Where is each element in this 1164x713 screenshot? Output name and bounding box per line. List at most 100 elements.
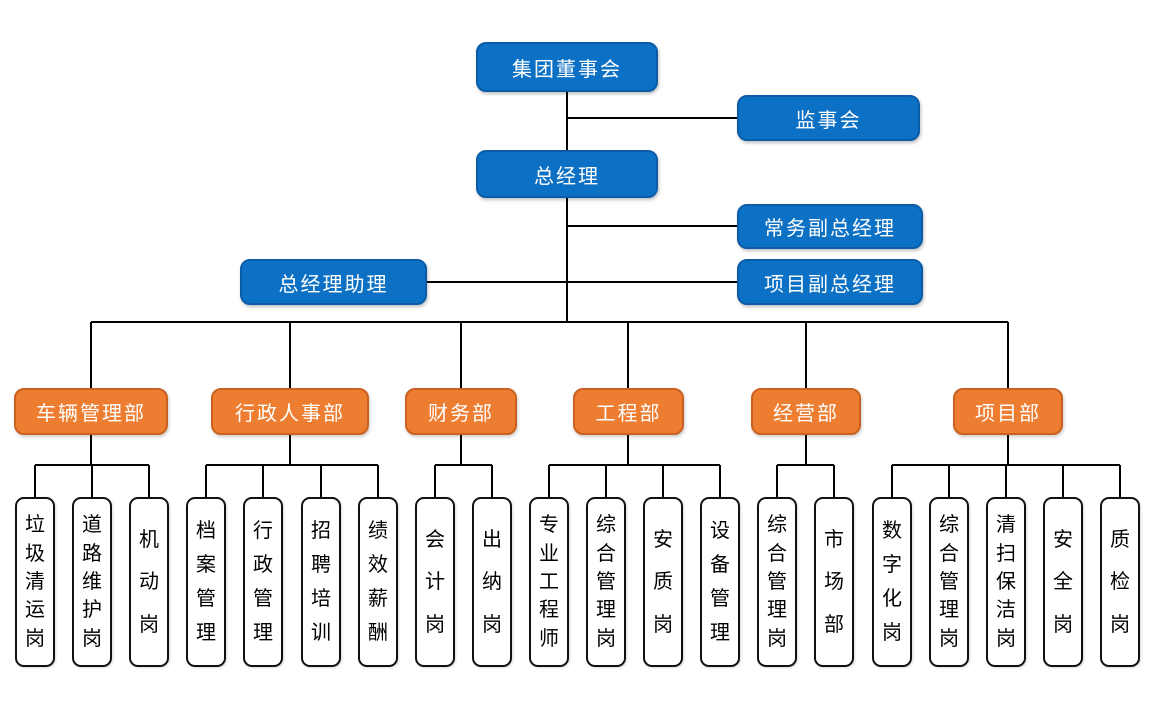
position-label-char: 市 (824, 528, 844, 551)
connector (605, 465, 607, 497)
connector (805, 322, 807, 388)
position-label-char: 绩 (368, 520, 388, 542)
position-label-char: 理 (710, 622, 730, 644)
position-label-char: 管 (253, 588, 273, 610)
position-label-char: 垃 (25, 514, 45, 537)
position-label-char: 安 (653, 528, 673, 551)
position-label-char: 会 (425, 528, 445, 551)
connector (427, 281, 737, 283)
node-dept-vehicle-management: 车辆管理部 (14, 388, 168, 435)
position-label-char: 出 (482, 528, 502, 551)
position-label-char: 质 (1110, 528, 1130, 551)
position-label-char: 岗 (1110, 613, 1130, 636)
connector (891, 465, 893, 497)
node-position: 综合管理岗 (757, 497, 797, 667)
node-position: 安全岗 (1043, 497, 1083, 667)
position-label-char: 岗 (767, 627, 787, 650)
position-label-char: 运 (25, 599, 45, 622)
position-label-char: 机 (139, 528, 159, 551)
position-label-char: 保 (996, 570, 1016, 593)
position-label-char: 扫 (996, 542, 1016, 565)
position-label-char: 岗 (653, 613, 673, 636)
connector (90, 434, 92, 465)
connector (206, 464, 378, 466)
connector (1005, 465, 1007, 497)
position-label-char: 岗 (996, 627, 1016, 650)
position-label-char: 合 (767, 542, 787, 565)
position-label-char: 管 (196, 588, 216, 610)
position-label-char: 动 (139, 571, 159, 593)
node-position: 清扫保洁岗 (986, 497, 1026, 667)
position-label-char: 行 (253, 520, 273, 542)
connector (460, 434, 462, 465)
position-label-char: 效 (368, 554, 388, 576)
position-label-char: 管 (939, 570, 959, 593)
position-label-char: 理 (253, 622, 273, 644)
node-position: 设备管理 (700, 497, 740, 667)
node-dept-engineering: 工程部 (573, 388, 684, 435)
connector (776, 465, 778, 497)
position-label-char: 岗 (25, 627, 45, 650)
position-label-char: 综 (596, 514, 616, 537)
node-dept-project: 项目部 (953, 388, 1063, 435)
connector (289, 434, 291, 465)
position-label-char: 化 (882, 588, 902, 610)
position-label-char: 师 (539, 627, 559, 650)
connector (1007, 434, 1009, 465)
connector (320, 465, 322, 497)
position-label-char: 理 (939, 599, 959, 622)
position-label-char: 管 (710, 588, 730, 610)
position-label-char: 管 (767, 570, 787, 593)
connector (491, 465, 493, 497)
node-position: 档案管理 (186, 497, 226, 667)
connector (627, 322, 629, 388)
position-label-char: 圾 (25, 542, 45, 565)
position-label-char: 路 (82, 542, 102, 565)
connector (662, 465, 664, 497)
position-label-char: 部 (824, 613, 844, 636)
connector (205, 465, 207, 497)
position-label-char: 洁 (996, 599, 1016, 622)
node-position: 质检岗 (1100, 497, 1140, 667)
connector (566, 198, 568, 322)
position-label-char: 场 (824, 571, 844, 593)
position-label-char: 理 (767, 599, 787, 622)
position-label-char: 训 (311, 622, 331, 644)
connector (91, 321, 1008, 323)
position-label-char: 维 (82, 570, 102, 593)
node-dept-operations: 经营部 (751, 388, 861, 435)
position-label-char: 酬 (368, 622, 388, 644)
position-label-char: 合 (596, 542, 616, 565)
connector (148, 465, 150, 497)
position-label-char: 护 (82, 599, 102, 622)
position-label-char: 岗 (1053, 613, 1073, 636)
node-position: 专业工程师 (529, 497, 569, 667)
position-label-char: 程 (539, 599, 559, 622)
node-position: 机动岗 (129, 497, 169, 667)
position-label-char: 综 (767, 514, 787, 537)
position-label-char: 清 (25, 570, 45, 593)
connector (833, 465, 835, 497)
position-label-char: 岗 (482, 613, 502, 636)
position-label-char: 全 (1053, 571, 1073, 593)
node-position: 绩效薪酬 (358, 497, 398, 667)
position-label-char: 岗 (882, 622, 902, 644)
position-label-char: 薪 (368, 588, 388, 610)
position-label-char: 岗 (82, 627, 102, 650)
node-position: 会计岗 (415, 497, 455, 667)
node-position: 道路维护岗 (72, 497, 112, 667)
position-label-char: 业 (539, 542, 559, 565)
position-label-char: 岗 (939, 627, 959, 650)
connector (435, 464, 492, 466)
connector (567, 225, 737, 227)
connector (566, 92, 568, 150)
node-general-manager: 总经理 (476, 150, 658, 198)
node-position: 安质岗 (643, 497, 683, 667)
position-label-char: 工 (539, 570, 559, 593)
connector (434, 465, 436, 497)
node-position: 市场部 (814, 497, 854, 667)
connector (567, 117, 737, 119)
connector (289, 322, 291, 388)
connector (549, 464, 720, 466)
